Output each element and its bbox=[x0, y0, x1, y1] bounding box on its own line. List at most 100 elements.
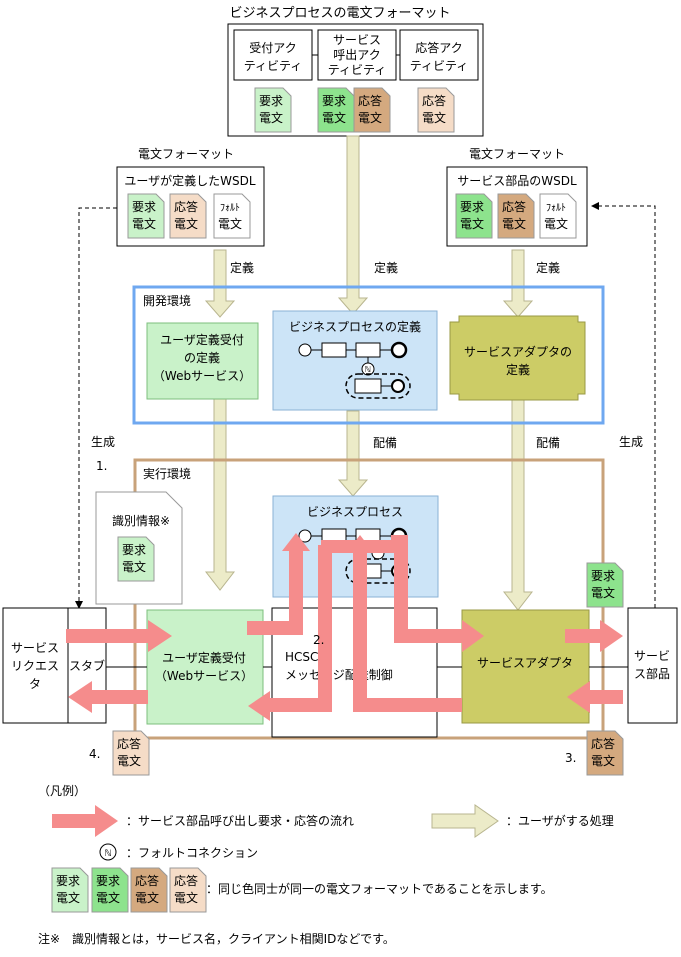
svg-text:電文: 電文 bbox=[174, 216, 198, 231]
top-svc-response-doc: 応答 電文 bbox=[353, 87, 391, 133]
deploy-label-right: 配備 bbox=[536, 435, 560, 450]
run-env-label: 実行環境 bbox=[143, 466, 191, 481]
user-wsdl-request-doc: 要求 電文 bbox=[127, 193, 165, 239]
service-requester-box bbox=[2, 607, 69, 724]
requester-line1: サービス bbox=[11, 641, 59, 655]
define-arrow-center bbox=[337, 135, 369, 315]
svg-text:要求: 要求 bbox=[591, 569, 615, 583]
user-recv-def-box bbox=[146, 322, 259, 400]
requester-line3: タ bbox=[29, 677, 41, 691]
user-wsdl-fault-doc: ﾌｫﾙﾄ 電文 bbox=[213, 193, 251, 239]
legend-response-doc-dark: 応答 電文 bbox=[130, 867, 168, 913]
top-response-doc: 応答 電文 bbox=[417, 87, 455, 133]
bp-def-title: ビジネスプロセスの定義 bbox=[289, 319, 421, 334]
svg-text:応答: 応答 bbox=[117, 736, 141, 751]
svg-text:電文: 電文 bbox=[96, 890, 120, 905]
svg-text:要求: 要求 bbox=[96, 874, 120, 888]
resp-activity-box bbox=[399, 29, 479, 81]
id-info-request-doc: 要求 電文 bbox=[117, 536, 155, 582]
svg-text:ﾌｫﾙﾄ: ﾌｫﾙﾄ bbox=[220, 203, 240, 214]
legend-flow-arrow bbox=[52, 805, 118, 837]
step-2-label: 2. bbox=[313, 633, 324, 647]
svg-text:応答: 応答 bbox=[502, 199, 526, 214]
svg-text:要求: 要求 bbox=[322, 94, 346, 108]
adapter-def-box bbox=[449, 315, 586, 401]
dev-env-label: 開発環境 bbox=[143, 293, 191, 308]
svg-text:要求: 要求 bbox=[460, 200, 484, 214]
legend-response-doc-light: 応答 電文 bbox=[169, 867, 207, 913]
fault-connection-icon: ℕ bbox=[365, 365, 371, 374]
user-wsdl-title: ユーザが定義したWSDL bbox=[124, 173, 255, 188]
user-recv-deploy-arrow bbox=[204, 398, 236, 591]
footnote: 注※ 識別情報とは，サービス名，クライアント相関IDなどです。 bbox=[38, 931, 395, 946]
legend-user-arrow bbox=[431, 804, 499, 838]
svg-text:電文: 電文 bbox=[135, 890, 159, 905]
svg-text:電文: 電文 bbox=[56, 890, 80, 905]
svg-text:電文: 電文 bbox=[591, 753, 615, 768]
left-format-header: 電文フォーマット bbox=[138, 146, 234, 161]
svg-text:応答: 応答 bbox=[135, 873, 159, 888]
define-label-right: 定義 bbox=[536, 260, 560, 275]
user-recv-def-line2: の定義 bbox=[184, 350, 220, 365]
svg-text:電文: 電文 bbox=[132, 216, 156, 231]
hcsc-line2: メッセージ配送制御 bbox=[285, 667, 393, 682]
runtime-response-doc-left: 応答 電文 bbox=[112, 730, 150, 776]
user-recv-def-line3: （Webサービス） bbox=[153, 369, 251, 383]
svg-text:電文: 電文 bbox=[117, 753, 141, 768]
svg-text:電文: 電文 bbox=[422, 110, 446, 125]
user-recv-box bbox=[146, 609, 264, 725]
svg-text:要求: 要求 bbox=[56, 874, 80, 888]
generate-stub-arrow bbox=[75, 207, 117, 609]
generate-label-left: 生成 bbox=[91, 435, 115, 449]
adapter-title: サービスアダプタ bbox=[477, 655, 573, 670]
flow-adapter-to-component bbox=[565, 620, 623, 652]
svg-text:電文: 電文 bbox=[174, 890, 198, 905]
define-label-center: 定義 bbox=[374, 260, 398, 275]
flow-arrows bbox=[66, 533, 623, 721]
legend-heading: （凡例） bbox=[38, 784, 86, 798]
component-wsdl-fault-doc: ﾌｫﾙﾄ 電文 bbox=[539, 193, 577, 239]
svg-text:応答: 応答 bbox=[591, 736, 615, 751]
id-info-title: 識別情報※ bbox=[112, 514, 170, 528]
svc-call-line1: サービス bbox=[333, 33, 381, 47]
right-format-header: 電文フォーマット bbox=[469, 146, 565, 161]
define-label-left: 定義 bbox=[230, 260, 254, 275]
requester-line2: リクエス bbox=[11, 659, 59, 673]
step-1-label: 1. bbox=[96, 459, 107, 473]
resp-activity-line1: 応答アク bbox=[415, 40, 462, 55]
flow-recv-to-bp bbox=[247, 533, 310, 635]
runtime-response-doc-right: 応答 電文 bbox=[586, 730, 624, 776]
svg-text:電文: 電文 bbox=[544, 216, 568, 231]
user-wsdl-response-doc: 応答 電文 bbox=[169, 193, 207, 239]
flow-request-to-recv bbox=[66, 620, 172, 652]
flow-bp-to-recv bbox=[248, 545, 332, 721]
user-recv-line2: （Webサービス） bbox=[155, 669, 253, 683]
svg-text:要求: 要求 bbox=[259, 94, 283, 108]
user-process-arrows bbox=[204, 135, 534, 611]
component-wsdl-response-doc: 応答 電文 bbox=[497, 193, 535, 239]
svg-text:電文: 電文 bbox=[591, 585, 615, 600]
svg-text:電文: 電文 bbox=[358, 110, 382, 125]
component-line2: ス部品 bbox=[634, 666, 670, 681]
resp-activity-line2: ティビティ bbox=[410, 59, 469, 73]
legend-user-text: ：ユーザがする処理 bbox=[506, 813, 614, 828]
svg-text:電文: 電文 bbox=[218, 216, 242, 231]
user-recv-def-line1: ユーザ定義受付 bbox=[160, 332, 244, 347]
svg-text:電文: 電文 bbox=[322, 110, 346, 125]
svg-text:応答: 応答 bbox=[174, 873, 198, 888]
legend-fault-text: ：フォルトコネクション bbox=[126, 846, 258, 860]
generate-component-arrow bbox=[591, 202, 656, 608]
bp-title: ビジネスプロセス bbox=[307, 505, 403, 519]
svg-text:要求: 要求 bbox=[122, 543, 146, 557]
stub-label: スタブ bbox=[69, 658, 105, 673]
svg-text:応答: 応答 bbox=[358, 93, 382, 108]
service-call-activity-box bbox=[317, 29, 397, 81]
svg-text:電文: 電文 bbox=[259, 110, 283, 125]
component-wsdl-title: サービス部品のWSDL bbox=[457, 173, 577, 188]
bp-format-title: ビジネスプロセスの電文フォーマット bbox=[229, 6, 450, 21]
hcsc-line1: HCSC bbox=[285, 650, 318, 664]
svg-text:電文: 電文 bbox=[122, 559, 146, 574]
svg-text:電文: 電文 bbox=[502, 216, 526, 231]
bp-def-flow-graphic bbox=[298, 341, 411, 399]
